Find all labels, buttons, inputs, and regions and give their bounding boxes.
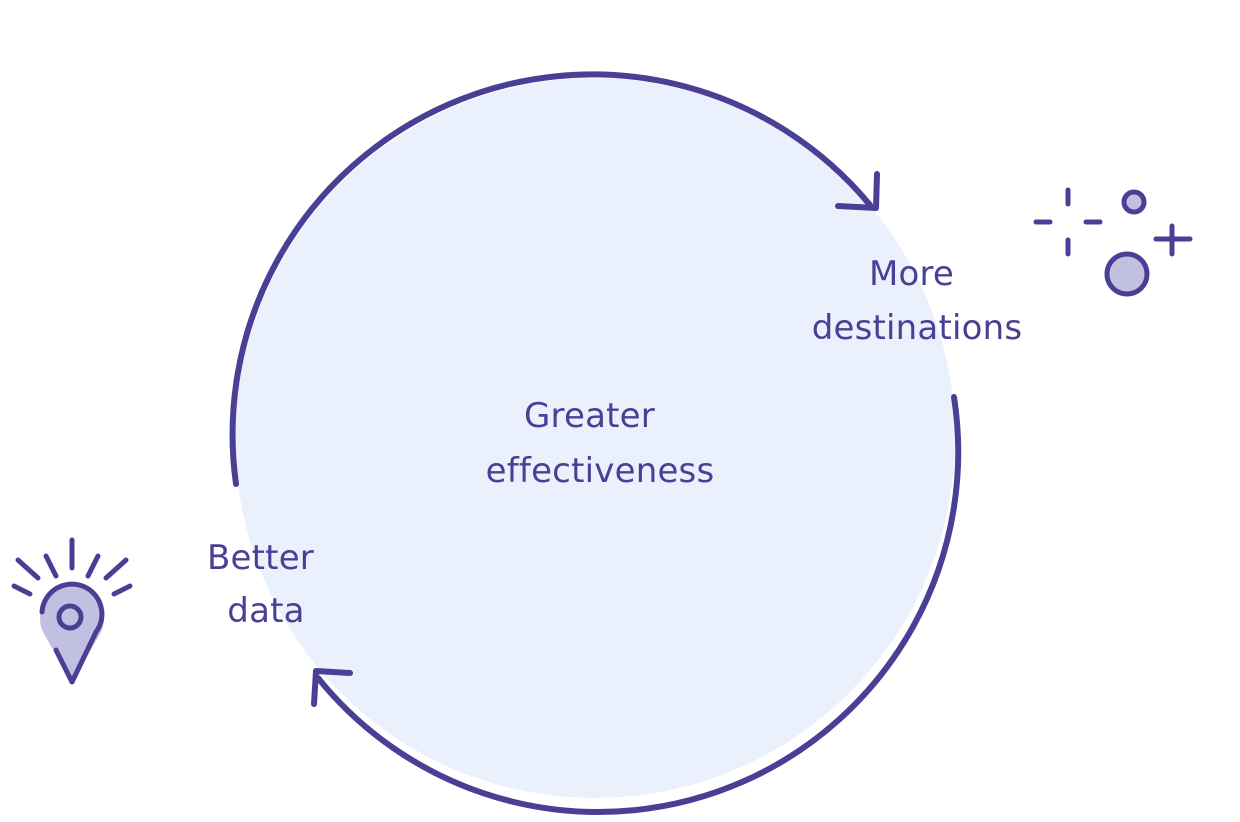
better-data-line1: Better — [207, 538, 314, 578]
sparkle-orbs-icon — [1033, 187, 1193, 297]
more-destinations-line2: destinations — [812, 308, 1023, 348]
arrowhead-bottom-left — [311, 668, 353, 707]
better-data-line2: data — [227, 591, 304, 631]
center-label-line2: effectiveness — [486, 451, 715, 491]
cycle-circle — [235, 78, 955, 798]
location-pin-idea-icon — [11, 537, 133, 685]
center-label: Greater effectiveness — [486, 396, 715, 491]
node-label-better-data: Better data — [207, 538, 325, 631]
node-label-more-destinations: More destinations — [812, 254, 1023, 348]
cycle-arc-top — [229, 71, 873, 487]
center-label-line1: Greater — [524, 396, 655, 436]
cycle-arc-bottom — [315, 394, 962, 815]
arrowhead-top-right — [835, 171, 880, 211]
more-destinations-line1: More — [869, 254, 954, 294]
